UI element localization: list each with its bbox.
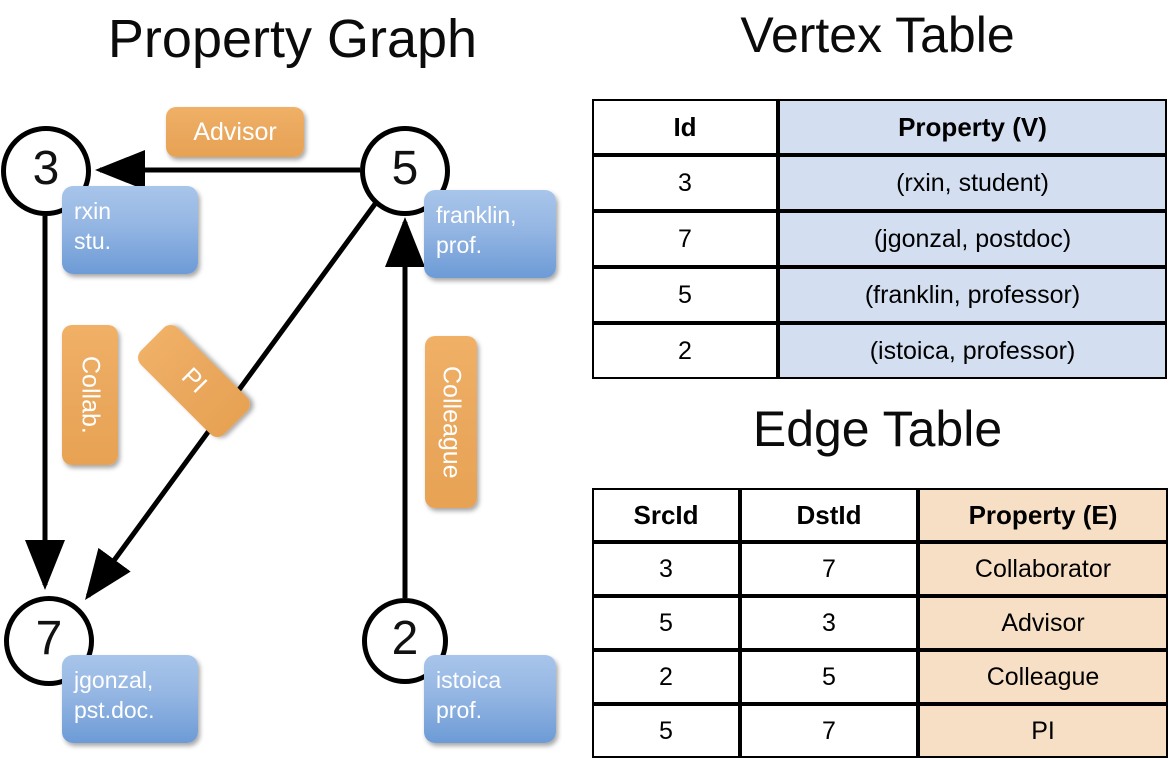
edge-row-0-property: Collaborator	[918, 542, 1168, 596]
graph-node-5-property-box[interactable]: franklin, prof.	[424, 190, 556, 278]
table-row[interactable]: 5 3 Advisor	[592, 596, 1168, 650]
edge-table-header-dstid: DstId	[740, 488, 918, 542]
edge-label-advisor-text: Advisor	[193, 117, 277, 146]
vertex-row-3-id: 2	[592, 323, 778, 379]
graph-node-5-property-line-1: franklin,	[436, 202, 517, 228]
edge-row-3-property: PI	[918, 704, 1168, 758]
edge-row-1-property: Advisor	[918, 596, 1168, 650]
graph-node-3-property-line-2: stu.	[74, 228, 112, 254]
edge-label-advisor[interactable]: Advisor	[166, 107, 304, 157]
table-row[interactable]: 5 7 PI	[592, 704, 1168, 758]
graph-node-5-label: 5	[391, 142, 419, 195]
table-row[interactable]: 3 (rxin, student)	[592, 155, 1167, 211]
vertex-row-3-property: (istoica, professor)	[778, 323, 1167, 379]
graph-node-7-label: 7	[35, 612, 63, 665]
edge-label-pi-text: PI	[176, 362, 213, 399]
edge-table-header-row: SrcId DstId Property (E)	[592, 488, 1168, 542]
table-row[interactable]: 5 (franklin, professor)	[592, 267, 1167, 323]
graph-node-5-property-line-2: prof.	[436, 232, 483, 258]
edge-row-2-dst: 5	[740, 650, 918, 704]
vertex-table-header-id: Id	[592, 99, 778, 155]
page-title-property-graph: Property Graph	[107, 9, 478, 69]
graph-node-7-property-box[interactable]: jgonzal, pst.doc.	[62, 655, 198, 743]
edge-row-0-dst: 7	[740, 542, 918, 596]
graph-node-2-property-line-2: prof.	[436, 697, 483, 723]
graph-node-3-label: 3	[32, 142, 60, 195]
graph-node-2-property-line-1: istoica	[436, 667, 502, 693]
edge-row-1-src: 5	[592, 596, 740, 650]
graph-node-5[interactable]: 5	[360, 126, 450, 216]
page-title-edge-table: Edge Table	[752, 401, 1003, 457]
edge-label-colleague-text: Colleague	[437, 365, 466, 479]
edge-row-1-dst: 3	[740, 596, 918, 650]
edge-row-3-dst: 7	[740, 704, 918, 758]
edge-row-2-property: Colleague	[918, 650, 1168, 704]
vertex-table-header-property: Property (V)	[778, 99, 1167, 155]
property-graph-diagram: 3 5 7 2 rxin stu. franklin, prof. jgonza…	[1, 107, 556, 743]
vertex-table-header-row: Id Property (V)	[592, 99, 1167, 155]
graph-node-2-label: 2	[391, 612, 419, 665]
graph-node-2[interactable]: 2	[362, 598, 448, 684]
vertex-row-0-property: (rxin, student)	[778, 155, 1167, 211]
graph-node-2-property-box[interactable]: istoica prof.	[424, 655, 556, 743]
edge-table: SrcId DstId Property (E) 3 7 Collaborato…	[592, 488, 1168, 758]
table-row[interactable]: 2 5 Colleague	[592, 650, 1168, 704]
edge-row-2-src: 2	[592, 650, 740, 704]
graph-node-3-property-line-1: rxin	[74, 198, 112, 224]
vertex-row-2-property: (franklin, professor)	[778, 267, 1167, 323]
table-row[interactable]: 3 7 Collaborator	[592, 542, 1168, 596]
page-title-vertex-table: Vertex Table	[740, 7, 1015, 63]
edge-table-header-property: Property (E)	[918, 488, 1168, 542]
vertex-row-1-id: 7	[592, 211, 778, 267]
vertex-row-1-property: (jgonzal, postdoc)	[778, 211, 1167, 267]
graph-node-7-property-line-1: jgonzal,	[74, 667, 154, 693]
edge-row-0-src: 3	[592, 542, 740, 596]
edge-table-header-srcid: SrcId	[592, 488, 740, 542]
edge-label-colleague[interactable]: Colleague	[425, 336, 477, 508]
graph-node-3-property-box[interactable]: rxin stu.	[62, 186, 198, 274]
vertex-row-0-id: 3	[592, 155, 778, 211]
table-row[interactable]: 7 (jgonzal, postdoc)	[592, 211, 1167, 267]
graph-node-7-property-line-2: pst.doc.	[74, 697, 155, 723]
edge-row-3-src: 5	[592, 704, 740, 758]
edge-label-collab-text: Collab.	[76, 356, 105, 434]
edge-label-collab[interactable]: Collab.	[62, 325, 118, 465]
vertex-row-2-id: 5	[592, 267, 778, 323]
vertex-table: Id Property (V) 3 (rxin, student) 7 (jgo…	[592, 99, 1167, 379]
table-row[interactable]: 2 (istoica, professor)	[592, 323, 1167, 379]
